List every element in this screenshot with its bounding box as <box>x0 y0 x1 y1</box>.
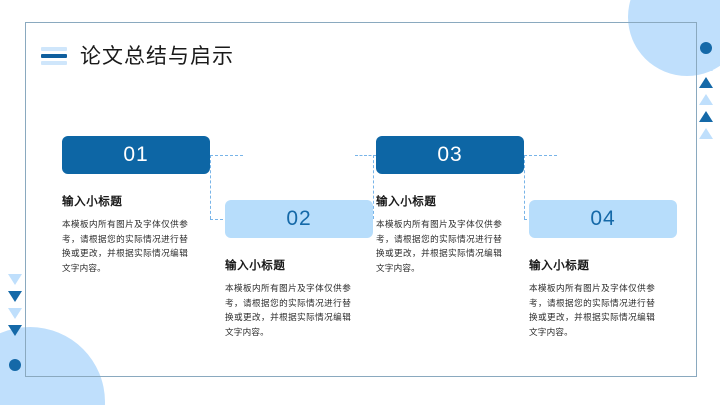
triangle-up-icon <box>699 128 713 139</box>
step-number-badge-01[interactable]: 01 <box>62 136 210 174</box>
step-body-01: 本模板内所有图片及字体仅供参考，请根据您的实际情况进行替换或更改，并根据实际情况… <box>62 218 188 274</box>
slide-frame-border <box>25 22 697 377</box>
decoration-column-right <box>699 42 713 139</box>
connector-01-02-segment-h2 <box>210 219 228 220</box>
triangle-down-icon <box>8 274 22 285</box>
step-heading-01: 输入小标题 <box>62 196 123 208</box>
triangle-up-icon <box>699 111 713 122</box>
triangle-down-icon <box>8 308 22 319</box>
connector-01-02-segment-h1 <box>210 155 243 156</box>
connector-01-02-segment-v <box>210 155 211 219</box>
step-card-03[interactable]: 03 输入小标题 本模板内所有图片及字体仅供参考，请根据您的实际情况进行替换或更… <box>376 136 524 276</box>
step-heading-04: 输入小标题 <box>529 260 590 272</box>
page-title: 论文总结与启示 <box>41 42 234 70</box>
connector-02-03-segment-v <box>373 155 374 219</box>
circle-icon <box>9 359 21 371</box>
step-body-02: 本模板内所有图片及字体仅供参考，请根据您的实际情况进行替换或更改，并根据实际情况… <box>225 282 351 338</box>
step-heading-02: 输入小标题 <box>225 260 286 272</box>
triangle-up-icon <box>699 94 713 105</box>
step-heading-03: 输入小标题 <box>376 196 437 208</box>
page-title-text: 论文总结与启示 <box>80 44 234 68</box>
three-bar-mark-icon <box>41 47 67 65</box>
decoration-column-left <box>8 274 22 371</box>
triangle-down-icon <box>8 325 22 336</box>
step-body-04: 本模板内所有图片及字体仅供参考，请根据您的实际情况进行替换或更改，并根据实际情况… <box>529 282 655 338</box>
triangle-down-icon <box>8 291 22 302</box>
triangle-down-icon <box>8 342 22 353</box>
mark-bar-top <box>41 47 67 51</box>
step-card-04[interactable]: 04 输入小标题 本模板内所有图片及字体仅供参考，请根据您的实际情况进行替换或更… <box>529 200 677 340</box>
step-number-badge-04[interactable]: 04 <box>529 200 677 238</box>
connector-03-04-segment-v <box>524 155 525 219</box>
triangle-up-icon <box>699 77 713 88</box>
mark-bar-bottom <box>41 61 67 65</box>
circle-icon <box>700 42 712 54</box>
connector-03-04-segment-h1 <box>524 155 557 156</box>
step-number-badge-02[interactable]: 02 <box>225 200 373 238</box>
step-card-01[interactable]: 01 输入小标题 本模板内所有图片及字体仅供参考，请根据您的实际情况进行替换或更… <box>62 136 210 276</box>
connector-02-03-segment-h2 <box>355 155 376 156</box>
step-body-03: 本模板内所有图片及字体仅供参考，请根据您的实际情况进行替换或更改，并根据实际情况… <box>376 218 502 274</box>
mark-bar-middle <box>41 54 67 58</box>
triangle-up-icon <box>699 60 713 71</box>
step-card-02[interactable]: 02 输入小标题 本模板内所有图片及字体仅供参考，请根据您的实际情况进行替换或更… <box>225 200 373 340</box>
step-number-badge-03[interactable]: 03 <box>376 136 524 174</box>
